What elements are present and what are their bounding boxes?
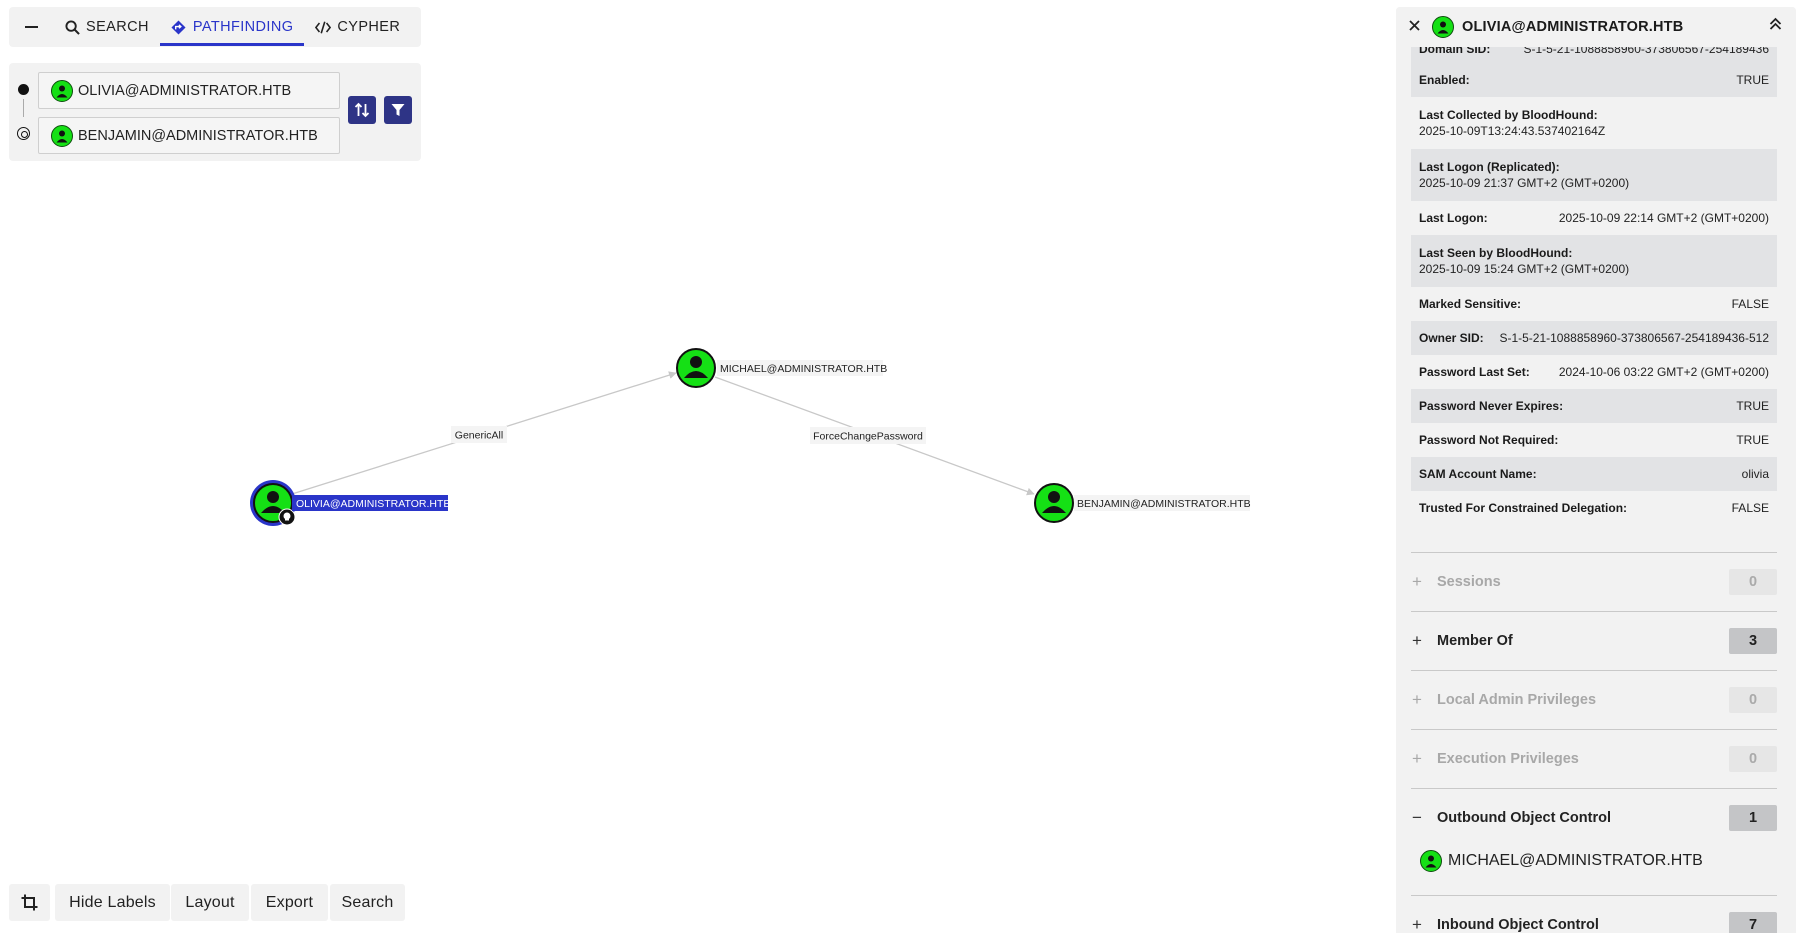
graph-canvas[interactable]: GenericAll ForceChangePassword MICHAEL@A… — [0, 0, 1395, 933]
count-badge: 7 — [1729, 912, 1777, 933]
tab-pathfinding-label: PATHFINDING — [192, 19, 294, 35]
node-michael[interactable]: MICHAEL@ADMINISTRATOR.HTB — [676, 348, 887, 388]
minus-icon: − — [1412, 808, 1422, 827]
edge-filter-button[interactable] — [384, 96, 412, 124]
node-label-benjamin: BENJAMIN@ADMINISTRATOR.HTB — [1077, 498, 1251, 510]
tab-cypher[interactable]: CYPHER — [304, 7, 411, 47]
prop-domain-sid: Domain SID: S-1-5-21-1088858960-37380656… — [1411, 47, 1777, 63]
node-label-olivia: OLIVIA@ADMINISTRATOR.HTB — [296, 498, 450, 510]
layout-button[interactable]: Layout — [171, 884, 249, 921]
hide-labels-button[interactable]: Hide Labels — [55, 884, 170, 921]
property-list: Domain SID: S-1-5-21-1088858960-37380656… — [1411, 47, 1777, 525]
close-panel-button[interactable] — [1396, 18, 1432, 36]
plus-icon: + — [1412, 572, 1422, 591]
swap-icon — [354, 102, 370, 118]
user-icon — [1420, 850, 1442, 872]
count-badge: 3 — [1729, 628, 1777, 654]
edge-label-generic-all: GenericAll — [451, 426, 507, 443]
prop-last-logon-replicated: Last Logon (Replicated): 2025-10-09 21:3… — [1411, 149, 1777, 201]
tab-search-label: SEARCH — [86, 19, 149, 35]
prop-last-seen: Last Seen by BloodHound: 2025-10-09 15:2… — [1411, 235, 1777, 287]
plus-icon: + — [1412, 631, 1422, 650]
end-node-input[interactable]: BENJAMIN@ADMINISTRATOR.HTB — [38, 117, 340, 154]
swap-nodes-button[interactable] — [348, 96, 376, 124]
collapse-panel-button[interactable] — [1769, 17, 1782, 36]
prop-password-never-expires: Password Never Expires: TRUE — [1411, 389, 1777, 423]
collapse-search-button[interactable] — [9, 7, 53, 47]
prop-trusted-for-delegation: Trusted For Constrained Delegation: FALS… — [1419, 501, 1769, 515]
path-connector — [23, 99, 24, 117]
filter-icon — [391, 104, 405, 116]
prop-enabled: Enabled: TRUE — [1411, 63, 1777, 97]
owned-skull-icon — [278, 508, 296, 526]
node-label-michael: MICHAEL@ADMINISTRATOR.HTB — [720, 363, 887, 375]
user-icon — [51, 124, 73, 147]
plus-icon: + — [1412, 690, 1422, 709]
prop-last-collected: Last Collected by BloodHound: 2025-10-09… — [1419, 108, 1606, 138]
prop-password-last-set: Password Last Set: 2024-10-06 03:22 GMT+… — [1419, 365, 1769, 379]
tab-cypher-label: CYPHER — [337, 19, 401, 35]
section-sessions: + Sessions 0 — [1411, 552, 1777, 611]
explore-tabs: SEARCH PATHFINDING CYPHER — [9, 7, 421, 47]
outbound-object-michael[interactable]: MICHAEL@ADMINISTRATOR.HTB — [1420, 850, 1703, 872]
svg-text:ForceChangePassword: ForceChangePassword — [813, 431, 923, 443]
start-node-input[interactable]: OLIVIA@ADMINISTRATOR.HTB — [38, 72, 340, 109]
double-chevron-up-icon — [1769, 17, 1782, 30]
count-badge: 0 — [1729, 687, 1777, 713]
start-node-value: OLIVIA@ADMINISTRATOR.HTB — [78, 82, 292, 99]
entity-panel-header: OLIVIA@ADMINISTRATOR.HTB — [1396, 7, 1796, 47]
section-execution-privileges: + Execution Privileges 0 — [1411, 729, 1777, 788]
entity-panel: OLIVIA@ADMINISTRATOR.HTB Domain SID: S-1… — [1396, 7, 1796, 933]
export-button[interactable]: Export — [251, 884, 328, 921]
user-icon — [1432, 16, 1454, 38]
search-icon — [64, 19, 80, 35]
count-badge: 0 — [1729, 569, 1777, 595]
close-icon — [1408, 20, 1420, 31]
target-node-icon — [17, 127, 30, 140]
tab-pathfinding[interactable]: PATHFINDING — [159, 7, 305, 47]
prop-last-logon: Last Logon: 2025-10-09 22:14 GMT+2 (GMT+… — [1419, 211, 1769, 225]
pathfinding-form: OLIVIA@ADMINISTRATOR.HTB BENJAMIN@ADMINI… — [9, 63, 421, 161]
edge-label-force-change-password: ForceChangePassword — [810, 427, 926, 444]
prop-password-not-required: Password Not Required: TRUE — [1419, 433, 1769, 447]
prop-sam-account-name: SAM Account Name: olivia — [1411, 457, 1777, 491]
route-icon — [171, 19, 187, 35]
section-outbound-object-control[interactable]: − Outbound Object Control 1 — [1411, 788, 1777, 847]
section-local-admin-privileges: + Local Admin Privileges 0 — [1411, 670, 1777, 729]
prop-owner-sid: Owner SID: S-1-5-21-1088858960-373806567… — [1411, 321, 1777, 355]
minus-icon — [24, 26, 38, 28]
node-olivia[interactable]: OLIVIA@ADMINISTRATOR.HTB — [250, 480, 450, 526]
code-icon — [315, 19, 332, 35]
count-badge: 0 — [1729, 746, 1777, 772]
plus-icon: + — [1412, 915, 1422, 933]
end-node-value: BENJAMIN@ADMINISTRATOR.HTB — [78, 127, 318, 144]
node-benjamin[interactable]: BENJAMIN@ADMINISTRATOR.HTB — [1034, 483, 1251, 523]
count-badge: 1 — [1729, 805, 1777, 831]
reset-view-button[interactable] — [9, 884, 50, 921]
section-inbound-object-control[interactable]: + Inbound Object Control 7 — [1411, 895, 1777, 933]
graph-search-button[interactable]: Search — [330, 884, 405, 921]
prop-marked-sensitive: Marked Sensitive: FALSE — [1419, 297, 1769, 311]
entity-title: OLIVIA@ADMINISTRATOR.HTB — [1462, 19, 1684, 35]
plus-icon: + — [1412, 749, 1422, 768]
section-member-of[interactable]: + Member Of 3 — [1411, 611, 1777, 670]
crop-icon — [21, 894, 38, 911]
tab-search[interactable]: SEARCH — [53, 7, 160, 47]
svg-text:GenericAll: GenericAll — [455, 430, 503, 442]
user-icon — [51, 79, 73, 102]
start-node-dot-icon — [18, 84, 29, 95]
